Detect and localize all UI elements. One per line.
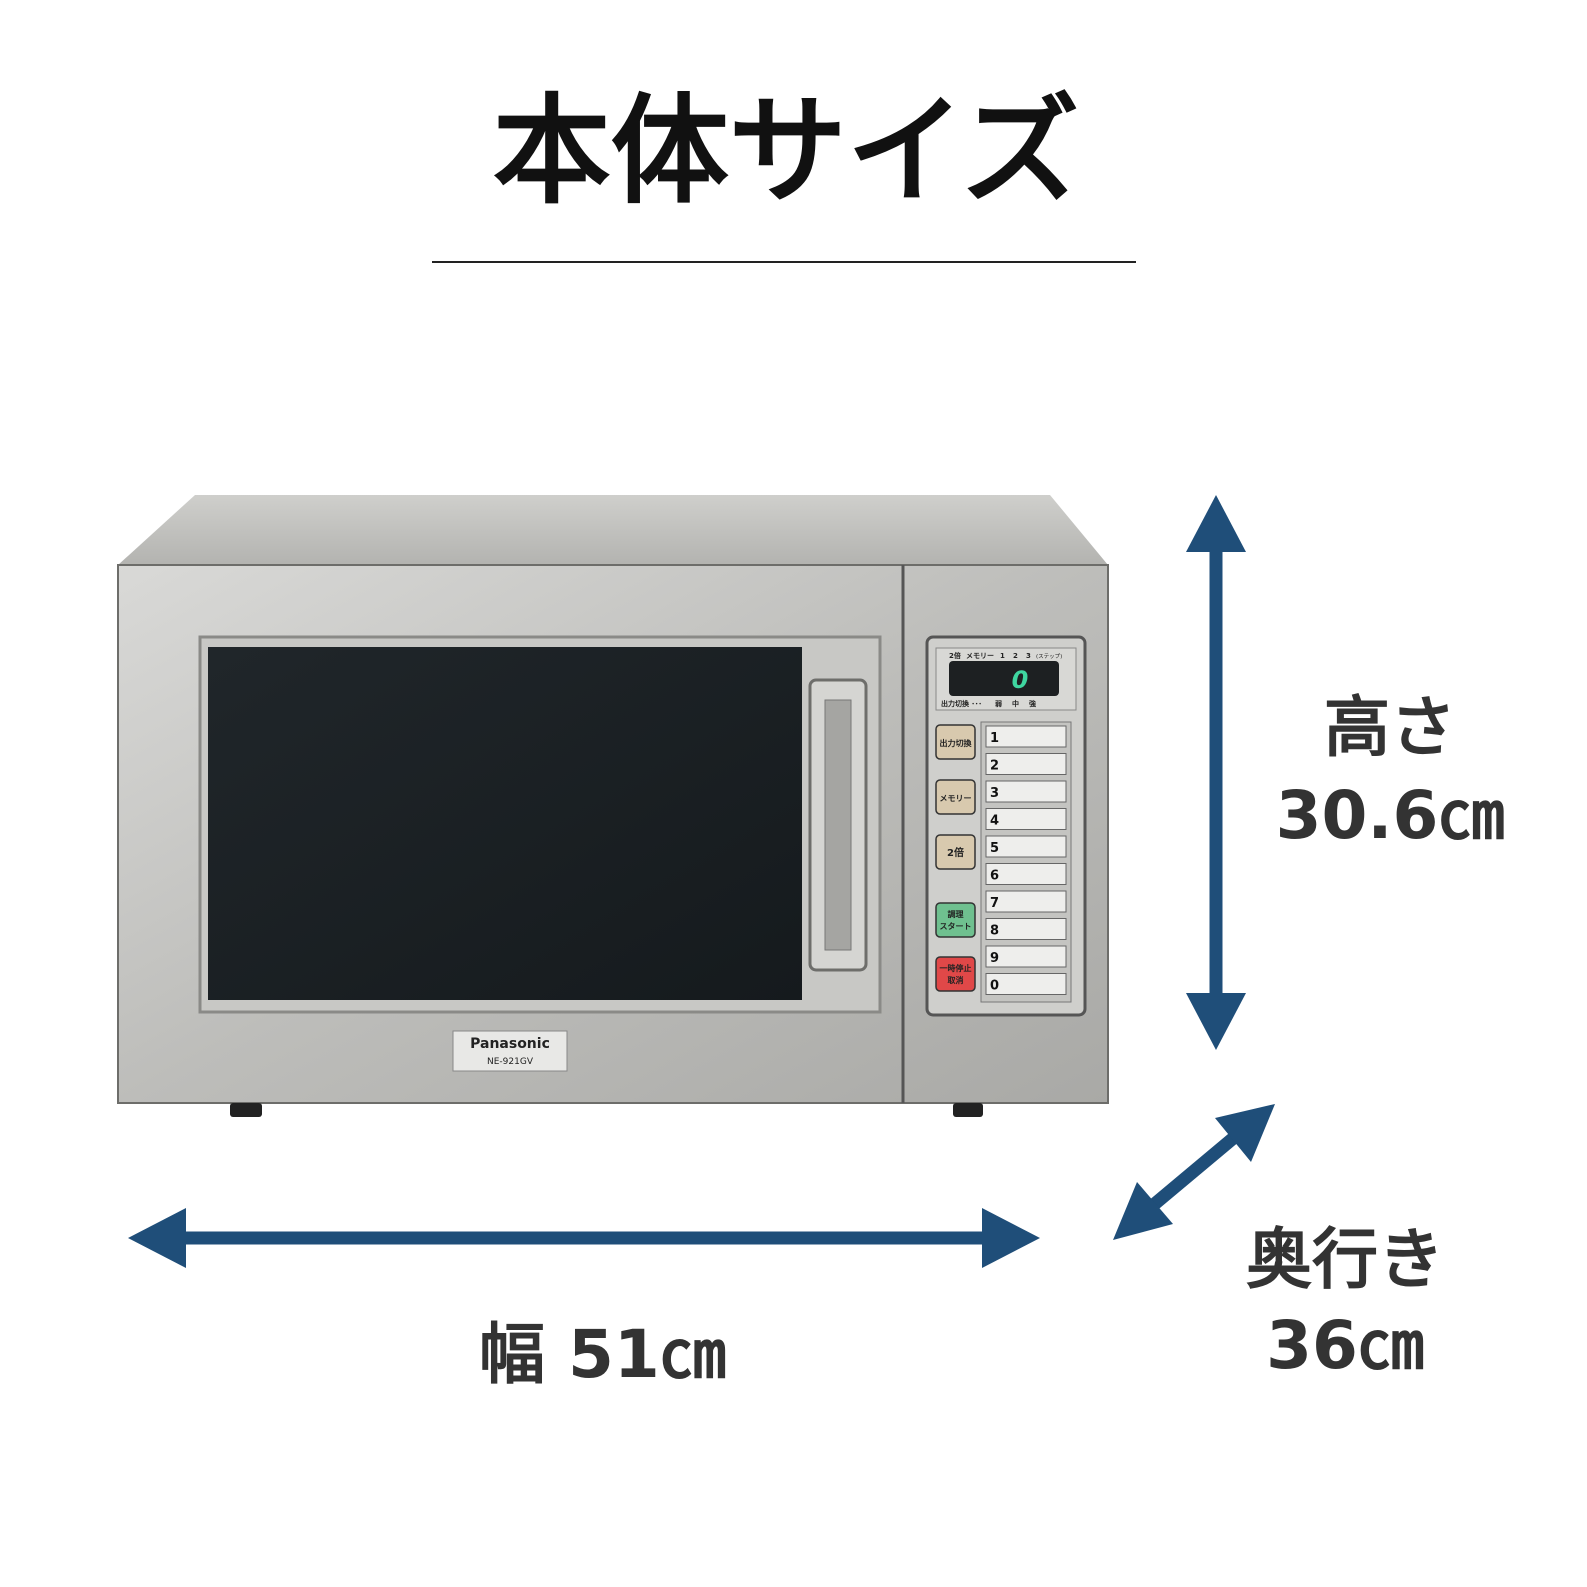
depth-arrow <box>1113 1104 1275 1240</box>
memory-key-label: 8 <box>990 924 999 939</box>
stop-button-label: 一時停止 <box>940 963 972 973</box>
dimension-arrows <box>128 495 1275 1268</box>
height-arrow <box>1186 495 1246 1050</box>
memory-key-4 <box>985 808 1067 830</box>
control-panel: 2倍 メモリー 1 2 3 (ステップ) 0 出力切換 ･･･ 弱 中 強 12… <box>925 635 1087 1017</box>
memory-key-9 <box>985 945 1067 968</box>
double-button-label: 2倍 <box>947 846 964 859</box>
model-name: NE-921GV <box>487 1057 534 1067</box>
memory-key-label: 1 <box>990 731 999 746</box>
brand-logo: Panasonic <box>470 1036 550 1052</box>
memory-key-5 <box>985 835 1067 858</box>
microwave-top <box>118 495 1108 565</box>
page-title: 本体サイズ <box>493 82 1079 220</box>
display <box>949 661 1059 696</box>
stop-button <box>935 956 976 992</box>
label-step-2: 2 <box>1013 652 1018 660</box>
memory-key-label: 0 <box>990 979 999 994</box>
memory-key-label: 7 <box>990 896 999 911</box>
memory-key-label: 3 <box>990 786 999 801</box>
foot-right <box>953 1103 983 1117</box>
memory-button <box>935 779 976 815</box>
memory-key-0 <box>985 973 1067 995</box>
microwave-image: Panasonic NE-921GV 2倍 メモリー 1 2 3 (ステップ) … <box>117 495 1109 1117</box>
label-step-3: 3 <box>1026 652 1031 660</box>
power-button-label: 出力切換 <box>940 738 973 748</box>
start-button-label: スタート <box>940 921 972 931</box>
memory-key-label: 2 <box>990 759 999 774</box>
label-double: 2倍 <box>949 651 961 660</box>
label-low: 弱 <box>995 699 1002 708</box>
label-mid: 中 <box>1012 699 1019 708</box>
width-value: 51㎝ <box>568 1316 726 1393</box>
label-step-1: 1 <box>1000 652 1005 660</box>
label-high: 強 <box>1029 699 1036 708</box>
depth-label: 奥行き <box>1246 1221 1444 1298</box>
label-memory: メモリー <box>966 652 994 660</box>
memory-key-label: 5 <box>990 841 999 856</box>
double-button <box>935 834 976 870</box>
label-step: (ステップ) <box>1036 653 1062 660</box>
memory-key-label: 9 <box>990 951 999 966</box>
stop-button-label: 取消 <box>948 975 964 985</box>
height-label: 高さ <box>1324 689 1456 766</box>
memory-key-6 <box>985 863 1067 885</box>
memory-key-8 <box>985 918 1067 940</box>
memory-button-label: メモリー <box>940 794 972 803</box>
depth-value: 36㎝ <box>1266 1307 1424 1384</box>
memory-key-1 <box>985 725 1067 748</box>
door-window <box>208 647 802 1000</box>
memory-key-label: 4 <box>990 814 999 829</box>
start-button-label: 調理 <box>948 909 964 919</box>
label-power: 出力切換 ･･･ <box>941 699 982 708</box>
width-arrow <box>128 1208 1040 1268</box>
foot-left <box>230 1103 262 1117</box>
width-label: 幅 <box>479 1316 545 1393</box>
memory-key-3 <box>985 780 1067 803</box>
display-digit: 0 <box>1012 666 1029 694</box>
memory-key-label: 6 <box>990 869 999 884</box>
power-button <box>935 724 976 760</box>
memory-key-7 <box>985 890 1067 913</box>
memory-key-2 <box>985 753 1067 775</box>
start-button <box>935 902 976 938</box>
height-value: 30.6㎝ <box>1276 777 1505 854</box>
brand-plate <box>452 1030 568 1072</box>
